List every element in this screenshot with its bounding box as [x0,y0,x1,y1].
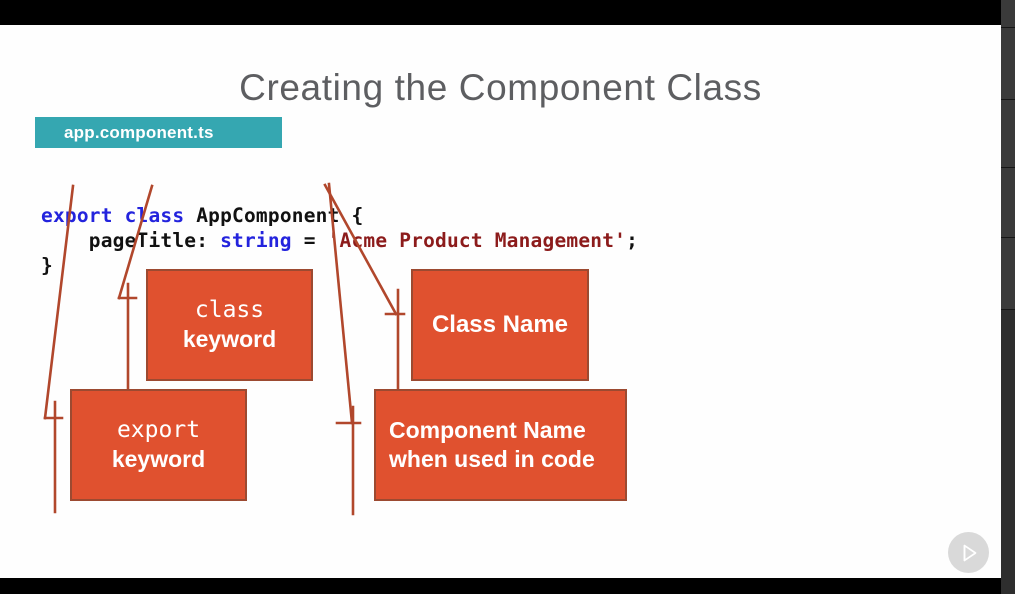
code-token-semicolon: ; [626,229,639,252]
letterbox-bar-top [0,0,1001,25]
slide-title: Creating the Component Class [239,67,762,108]
callout-export-keyword: export keyword [70,389,247,501]
code-token-class: class [124,204,185,227]
slide-thumbnail-4[interactable] [1001,168,1015,238]
callout-export-keyword-mono: export [116,417,201,444]
callout-component-name-line1: Component Name [389,417,586,444]
code-token-close-brace: } [41,254,53,277]
letterbox-bar-bottom [0,578,1001,594]
file-name-badge: app.component.ts [35,117,282,148]
file-name-badge-label: app.component.ts [64,122,214,142]
code-listing: export class AppComponent { pageTitle: s… [41,178,638,278]
slide-thumbnail-1[interactable] [1001,0,1015,28]
callout-class-name: Class Name [411,269,589,381]
slide-thumbnail-6[interactable] [1001,310,1015,594]
slide-thumbnail-5[interactable] [1001,238,1015,310]
code-line-3: } [41,254,53,277]
callout-class-keyword: class keyword [146,269,313,381]
slide-thumbnail-3[interactable] [1001,100,1015,168]
callout-export-keyword-sans: keyword [111,446,206,472]
slide-thumbnail-2[interactable] [1001,28,1015,100]
callout-component-name-line2: when used in code [389,446,595,472]
code-token-equals: = [291,229,328,252]
code-token-string: string [220,229,292,252]
code-token-appcomponent: AppComponent { [184,204,364,227]
presentation-slide: Creating the Component Class app.compone… [0,25,1001,578]
callout-class-keyword-sans: keyword [182,326,277,352]
play-button[interactable] [948,532,989,573]
code-token-export: export [41,204,113,227]
play-outline-icon [963,544,976,561]
slide-thumbnail-strip[interactable] [1001,0,1015,594]
callout-class-keyword-mono: class [194,297,265,324]
code-token-string-literal: 'Acme Product Management' [327,229,627,252]
callout-component-name: Component Name when used in code [374,389,627,501]
callout-class-name-label: Class Name [431,311,569,338]
code-line-1: export class AppComponent { [41,204,363,227]
code-line-2: pageTitle: string = 'Acme Product Manage… [41,229,638,252]
code-token-pagetitle: pageTitle: [41,229,221,252]
